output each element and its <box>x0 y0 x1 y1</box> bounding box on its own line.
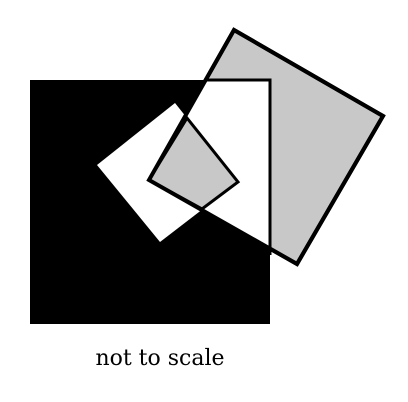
figure-caption: not to scale <box>95 346 225 371</box>
black-square-edge-in-overlap <box>205 78 272 255</box>
medium-square-outline <box>146 27 386 267</box>
